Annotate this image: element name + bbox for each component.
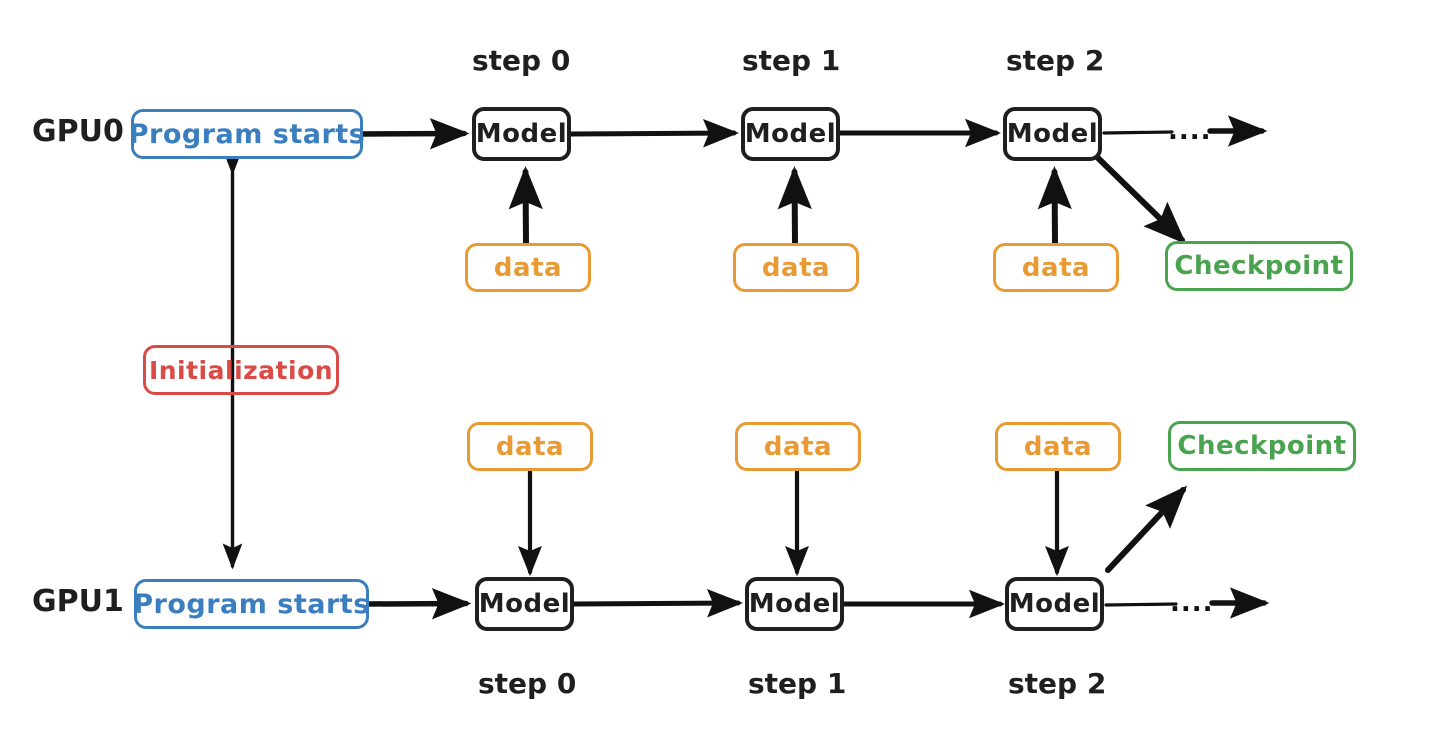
gpu1-data-node-step2[interactable]: data bbox=[995, 422, 1121, 471]
lane-label-gpu1: GPU1 bbox=[32, 584, 124, 619]
gpu1-model-label-step1: Model bbox=[748, 589, 841, 619]
gpu0-continuation-ellipsis: .... bbox=[1168, 116, 1212, 146]
gpu0-step-0-label: step 0 bbox=[472, 44, 571, 77]
gpu0-data-node-step1[interactable]: data bbox=[733, 243, 859, 292]
gpu1-step-2-label: step 2 bbox=[1008, 667, 1107, 700]
gpu0-program-starts-label: Program starts bbox=[128, 118, 366, 150]
gpu1-data-label-step0: data bbox=[495, 431, 565, 462]
gpu1-model-label-step0: Model bbox=[478, 589, 571, 619]
gpu0-program-starts-node[interactable]: Program starts bbox=[128, 109, 366, 159]
gpu1-model-node-step0[interactable]: Model bbox=[475, 577, 574, 631]
gpu0-model-node-step1[interactable]: Model bbox=[741, 107, 840, 161]
gpu0-data-label-step1: data bbox=[761, 252, 831, 283]
gpu1-model-node-step2[interactable]: Model bbox=[1005, 577, 1104, 631]
gpu1-data-node-step0[interactable]: data bbox=[467, 422, 593, 471]
gpu0-data-node-step0[interactable]: data bbox=[465, 243, 591, 292]
gpu0-step-1-label: step 1 bbox=[742, 44, 841, 77]
gpu1-checkpoint-label: Checkpoint bbox=[1177, 431, 1347, 461]
gpu1-continuation-ellipsis: .... bbox=[1170, 588, 1214, 618]
gpu1-data-label-step2: data bbox=[1023, 431, 1093, 462]
gpu0-data-node-step2[interactable]: data bbox=[993, 243, 1119, 292]
gpu0-checkpoint-node[interactable]: Checkpoint bbox=[1165, 241, 1353, 291]
gpu0-model-node-step2[interactable]: Model bbox=[1003, 107, 1102, 161]
gpu1-checkpoint-node[interactable]: Checkpoint bbox=[1168, 421, 1356, 471]
initialization-label: Initialization bbox=[148, 355, 334, 385]
gpu0-data-label-step2: data bbox=[1021, 252, 1091, 283]
gpu1-program-starts-node[interactable]: Program starts bbox=[133, 579, 370, 629]
gpu0-model-node-step0[interactable]: Model bbox=[472, 107, 571, 161]
gpu0-model-label-step0: Model bbox=[475, 119, 568, 149]
gpu0-data-label-step0: data bbox=[493, 252, 563, 283]
gpu1-data-label-step1: data bbox=[763, 431, 833, 462]
gpu1-step-0-label: step 0 bbox=[478, 667, 577, 700]
gpu0-model-label-step1: Model bbox=[744, 119, 837, 149]
gpu1-step-1-label: step 1 bbox=[748, 667, 847, 700]
gpu1-data-node-step1[interactable]: data bbox=[735, 422, 861, 471]
initialization-node[interactable]: Initialization bbox=[143, 345, 339, 395]
gpu0-step-2-label: step 2 bbox=[1006, 44, 1105, 77]
gpu1-program-starts-label: Program starts bbox=[133, 588, 370, 620]
gpu0-model-label-step2: Model bbox=[1006, 119, 1099, 149]
lane-label-gpu0: GPU0 bbox=[32, 114, 124, 149]
gpu1-model-label-step2: Model bbox=[1008, 589, 1101, 619]
gpu1-model-node-step1[interactable]: Model bbox=[745, 577, 844, 631]
gpu0-checkpoint-label: Checkpoint bbox=[1174, 251, 1344, 281]
